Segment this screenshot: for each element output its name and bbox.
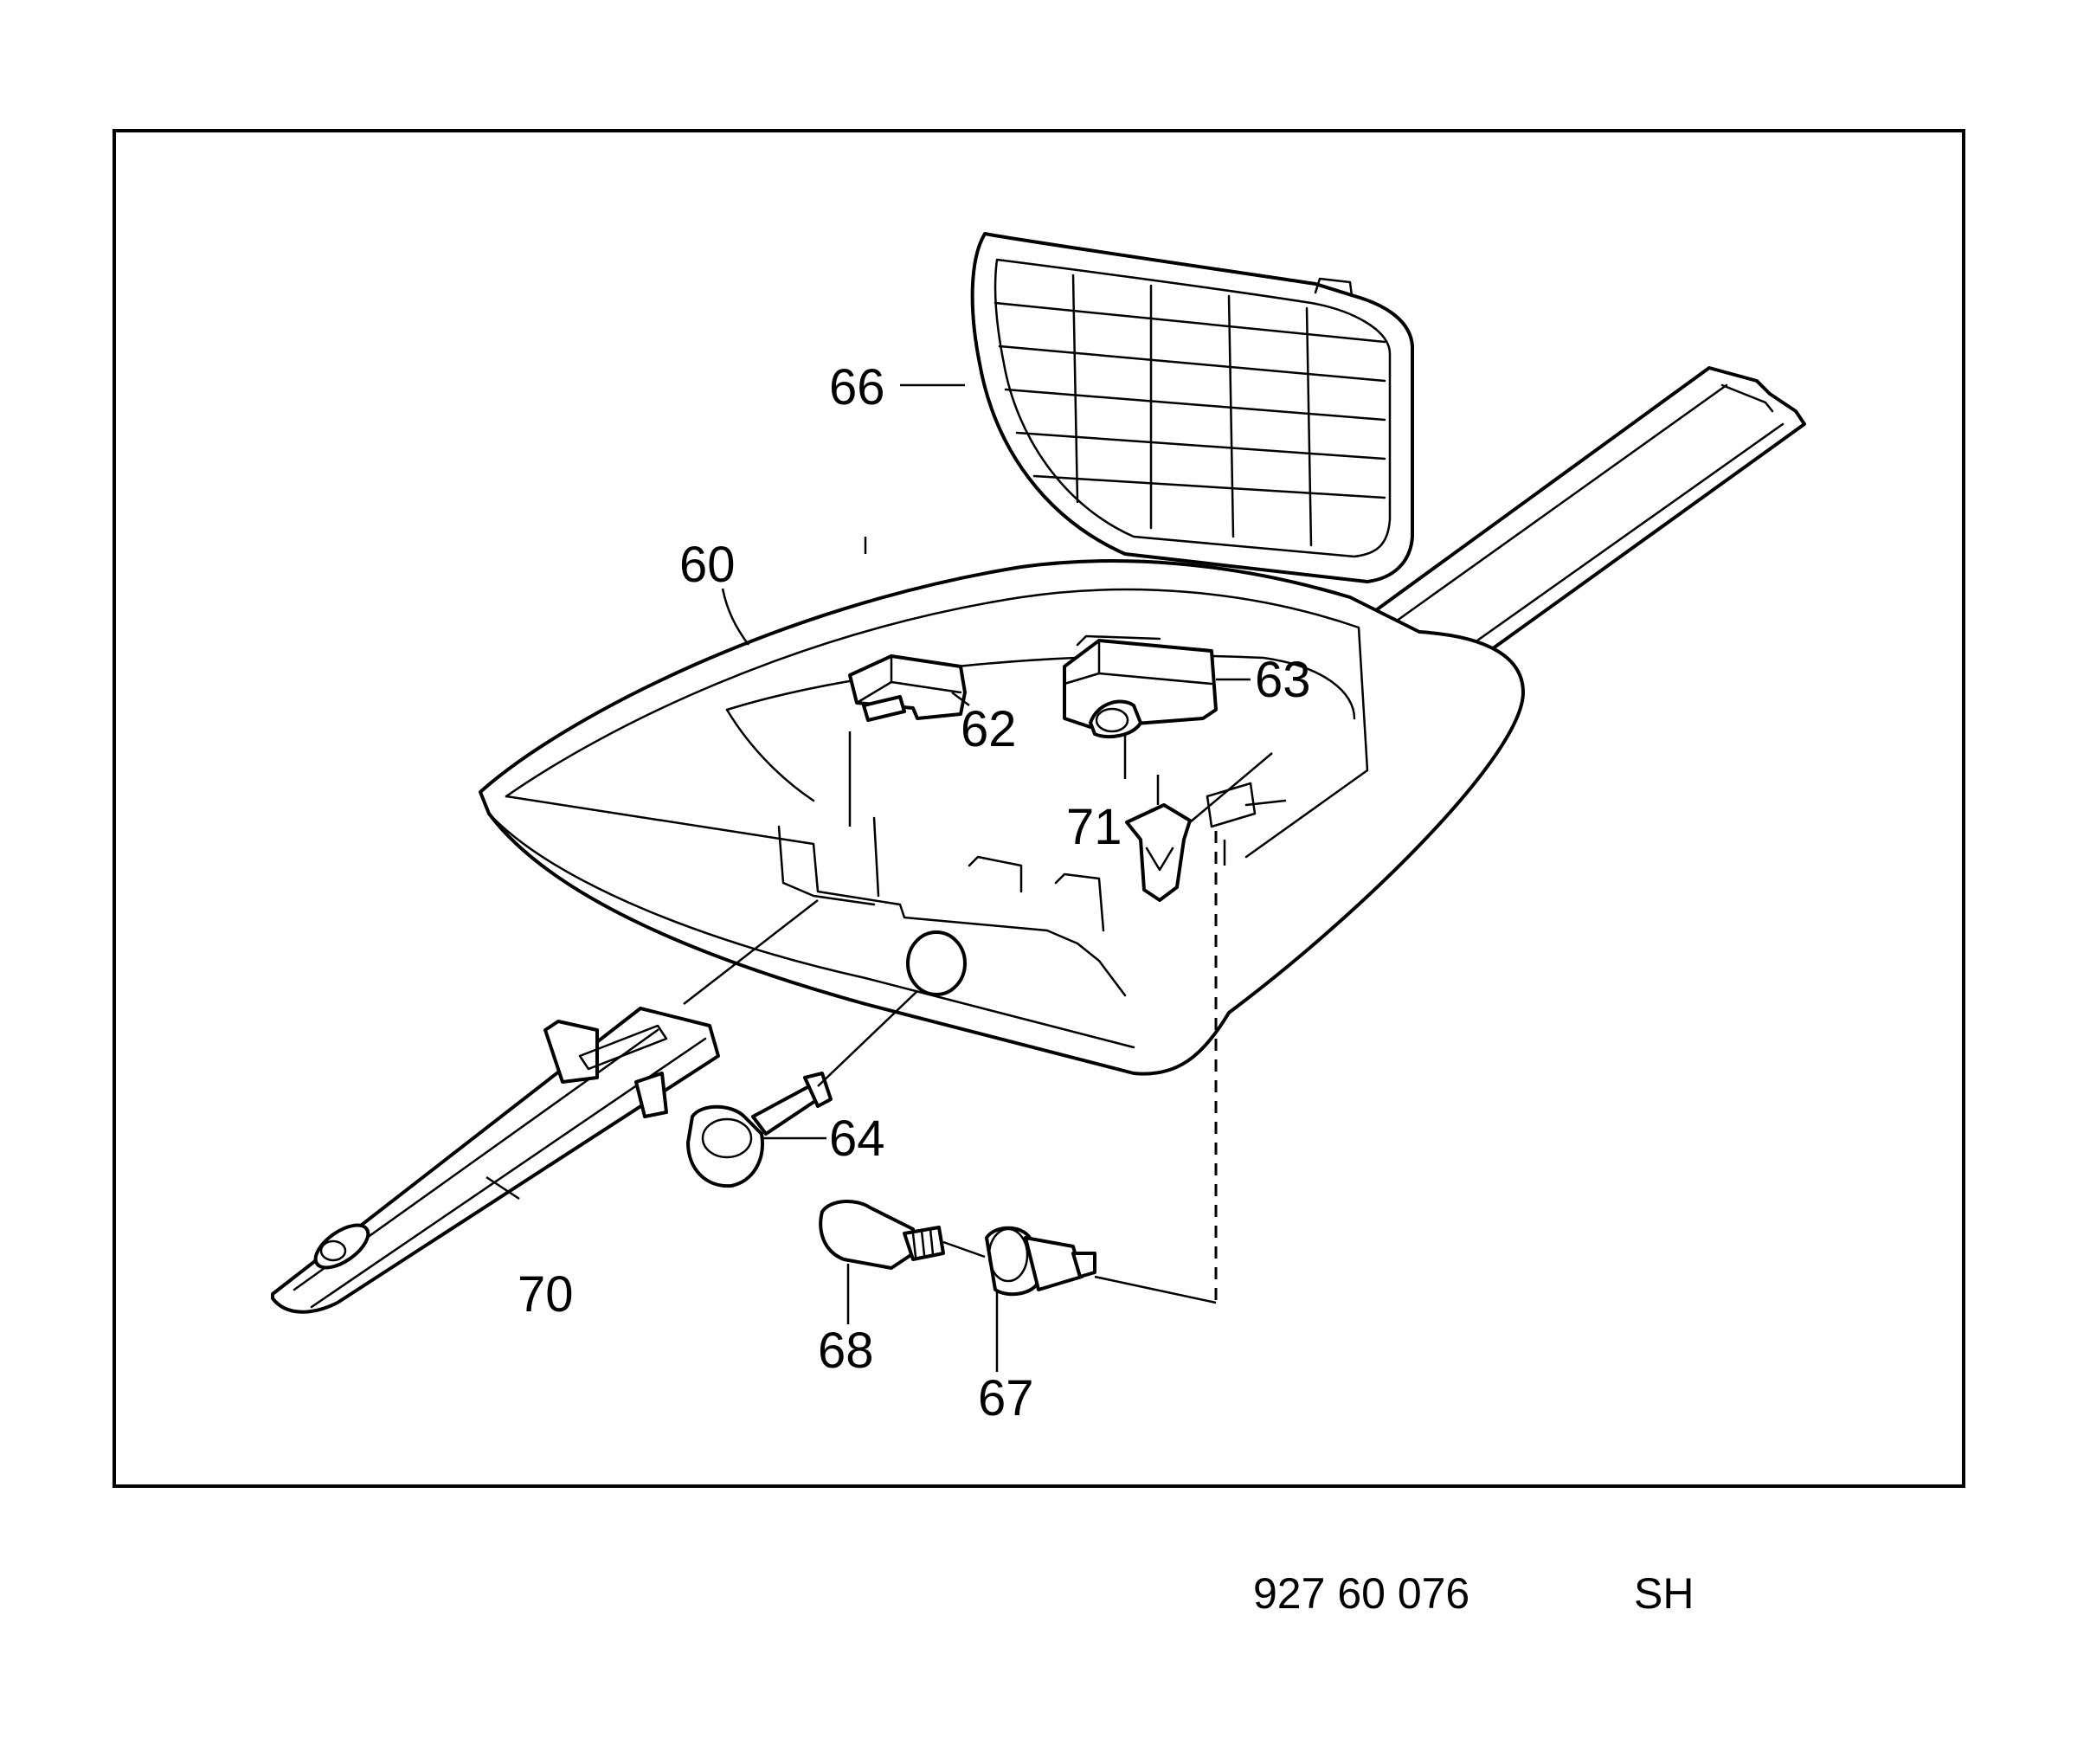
callout-66: 66 xyxy=(829,359,885,415)
part-70-slider xyxy=(271,1007,720,1314)
callout-60: 60 xyxy=(679,537,736,593)
callout-68: 68 xyxy=(818,1323,874,1379)
callout-labels: 66 60 62 63 71 64 70 68 67 xyxy=(518,359,1311,1426)
part-68-lamp xyxy=(819,1200,945,1270)
part-64-knob xyxy=(686,1072,833,1188)
part-71-clip xyxy=(1125,775,1192,902)
callout-62: 62 xyxy=(961,701,1017,757)
callout-leaders xyxy=(485,383,1251,1372)
callout-67: 67 xyxy=(978,1370,1034,1426)
callout-71: 71 xyxy=(1066,799,1122,855)
callout-64: 64 xyxy=(829,1111,885,1167)
assembly-lines xyxy=(683,537,1273,1304)
part-67-lamp-holder xyxy=(985,1226,1096,1297)
callout-63: 63 xyxy=(1255,652,1311,708)
footer-code: SH xyxy=(1634,1569,1694,1618)
part-66-grille-cover xyxy=(970,232,1414,583)
part-60-housing xyxy=(479,366,1806,1076)
part-number: 927 60 076 xyxy=(1253,1569,1470,1618)
part-62-switch xyxy=(848,654,967,722)
callout-70: 70 xyxy=(518,1266,574,1323)
part-63-thermostat xyxy=(1063,634,1218,779)
diagram-frame xyxy=(113,129,1965,1488)
